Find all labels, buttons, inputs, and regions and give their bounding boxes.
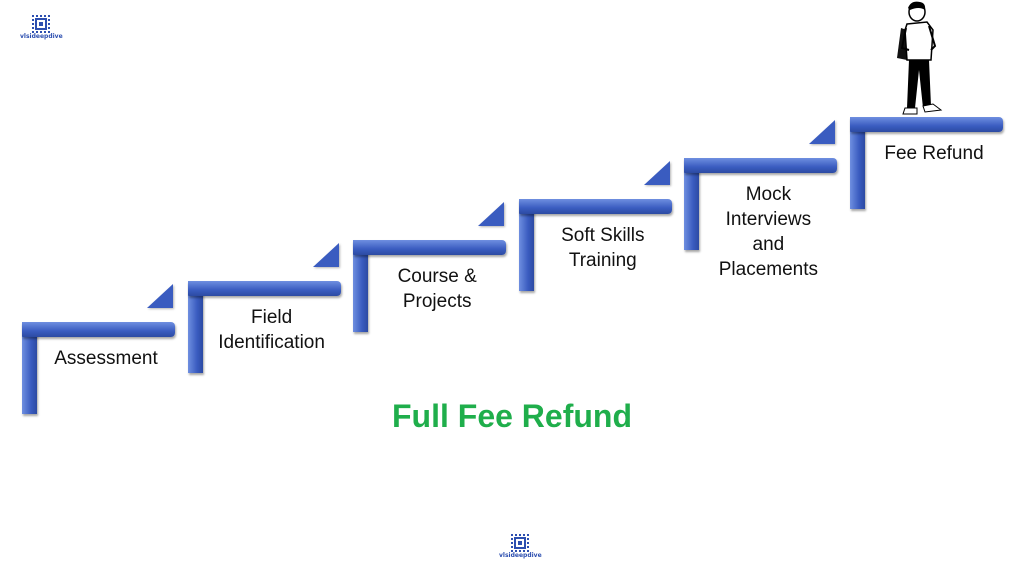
step-arrow-triangle-icon	[147, 284, 173, 308]
step-bar	[684, 158, 838, 173]
student-figure-icon	[897, 1, 943, 115]
step-post	[187, 281, 203, 373]
step-post	[850, 117, 865, 209]
step-post	[353, 240, 369, 332]
step-bar	[850, 117, 1003, 132]
step-bar	[187, 281, 341, 296]
step-bar	[22, 322, 175, 337]
step-4: Soft Skills Training	[518, 161, 672, 291]
logo-top-left: vlsideepdive	[20, 15, 63, 40]
step-label: Course & Projects	[397, 266, 477, 312]
step-post	[684, 158, 700, 250]
step-label: Field Identification	[218, 307, 325, 353]
step-1: Assessment	[22, 284, 175, 414]
step-post	[22, 322, 37, 414]
logo-bottom: vlsideepdive	[499, 534, 542, 559]
step-bar	[353, 240, 507, 255]
step-arrow-triangle-icon	[312, 243, 339, 267]
step-bar	[518, 199, 672, 214]
step-label: Assessment	[54, 348, 158, 369]
step-post	[518, 199, 534, 291]
logo-text: vlsideepdive	[499, 552, 542, 559]
chip-icon	[511, 534, 530, 552]
step-label: Mock Interviews and Placements	[718, 184, 819, 280]
step-label: Fee Refund	[884, 143, 984, 164]
step-6: Fee Refund	[850, 117, 1003, 209]
step-arrow-triangle-icon	[478, 202, 505, 226]
step-5: Mock Interviews and Placements	[684, 120, 838, 280]
chip-icon	[32, 15, 51, 33]
step-3: Course & Projects	[353, 202, 507, 332]
logo-text: vlsideepdive	[20, 33, 63, 40]
step-label: Soft Skills Training	[561, 225, 645, 271]
step-arrow-triangle-icon	[809, 120, 836, 144]
step-2: Field Identification	[187, 243, 341, 373]
diagram-title: Full Fee Refund	[392, 398, 632, 434]
step-arrow-triangle-icon	[643, 161, 670, 185]
